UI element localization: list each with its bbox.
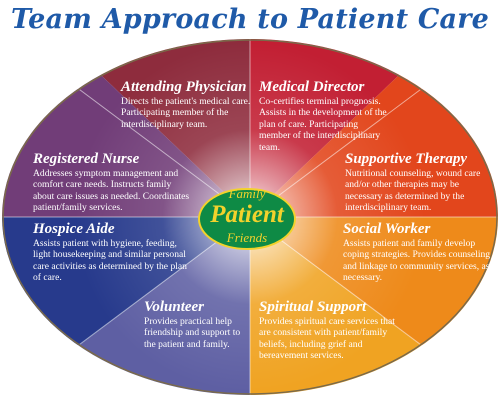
volunteer-block: Volunteer Provides practical help friend… (144, 299, 250, 350)
social-worker-heading: Social Worker (343, 221, 431, 237)
volunteer-heading: Volunteer (144, 299, 205, 315)
supportive-therapy-heading: Supportive Therapy (345, 151, 468, 167)
diagram-title: Team Approach to Patient Care (10, 4, 490, 35)
attending-physician-description: Directs the patient's medical care. Part… (121, 96, 251, 130)
social-worker-description: Assists patient and family develop copin… (343, 238, 491, 284)
hospice-aide-block: Hospice Aide Assists patient with hygien… (33, 221, 193, 284)
spiritual-support-heading: Spiritual Support (259, 299, 367, 315)
attending-physician-block: Attending Physician Directs the patient'… (121, 79, 251, 130)
registered-nurse-heading: Registered Nurse (33, 151, 140, 167)
social-worker-block: Social Worker Assists patient and family… (343, 221, 493, 284)
attending-physician-heading: Attending Physician (121, 79, 247, 95)
medical-director-block: Medical Director Co-certifies terminal p… (259, 79, 391, 153)
supportive-therapy-block: Supportive Therapy Nutritional counselin… (345, 151, 485, 214)
volunteer-description: Provides practical help friendship and s… (144, 316, 241, 350)
medical-director-description: Co-certifies terminal prognosis. Assists… (259, 96, 387, 153)
registered-nurse-description: Addresses symptom management and comfort… (33, 168, 190, 214)
center-patient-oval (198, 188, 296, 250)
hospice-aide-heading: Hospice Aide (33, 221, 115, 237)
spiritual-support-description: Provides spiritual care services that ar… (259, 316, 395, 362)
supportive-therapy-description: Nutritional counseling, wound care and/o… (345, 168, 481, 214)
center-label-friends: Friends (226, 230, 268, 245)
hospice-aide-description: Assists patient with hygiene, feeding, l… (33, 238, 187, 284)
center-label-family: Family (228, 186, 266, 201)
spiritual-support-block: Spiritual Support Provides spiritual car… (259, 299, 397, 362)
center-label-patient: Patient (210, 201, 284, 228)
wheel-outline (2, 39, 498, 395)
registered-nurse-block: Registered Nurse Addresses symptom manag… (33, 151, 193, 214)
medical-director-heading: Medical Director (259, 79, 365, 95)
